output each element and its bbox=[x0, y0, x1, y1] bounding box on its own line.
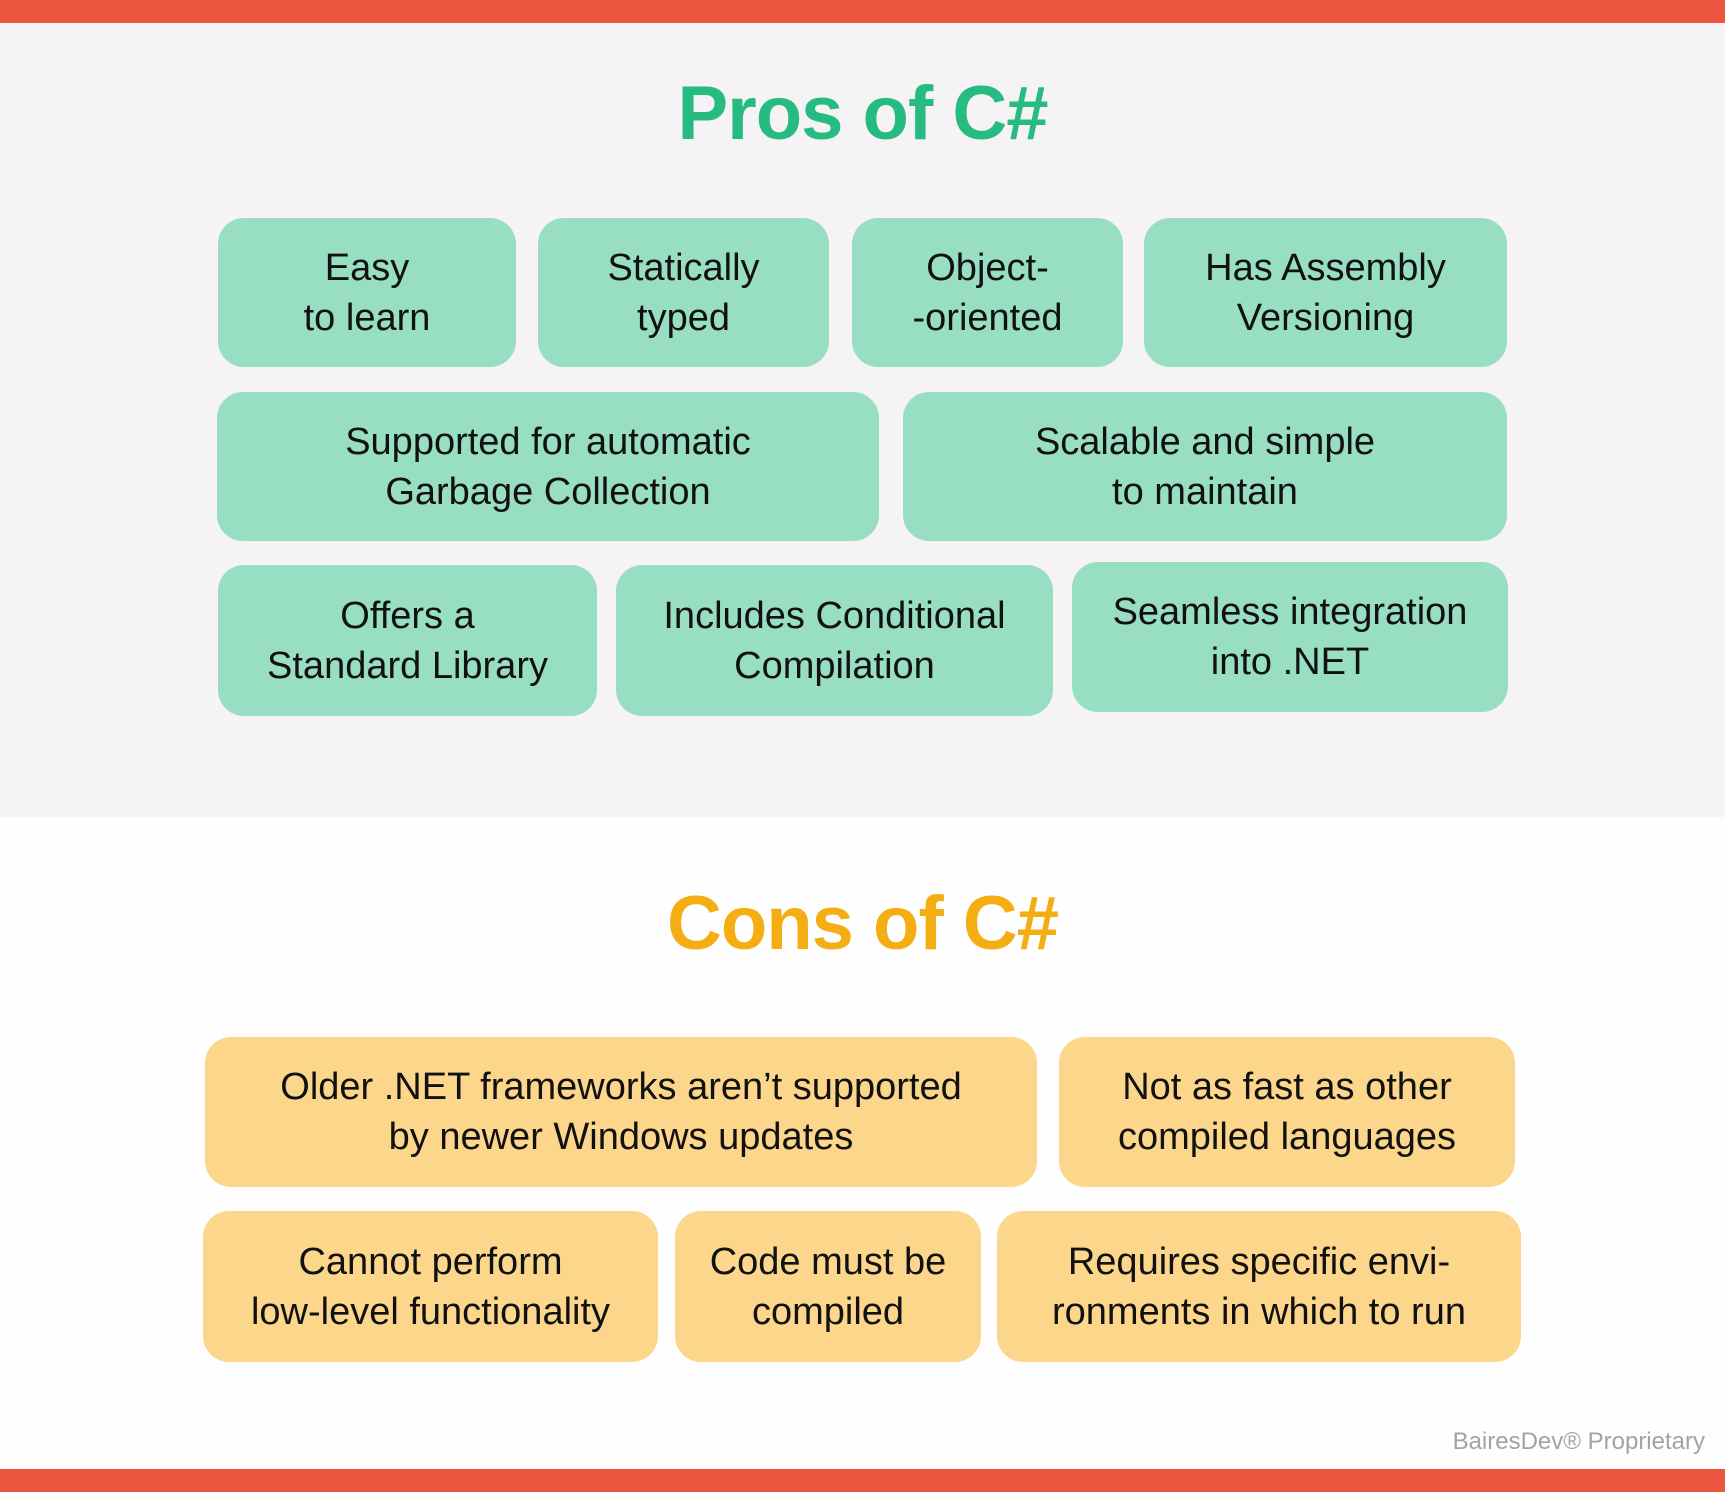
pro-item-standard-library: Offers a Standard Library bbox=[218, 565, 597, 716]
pro-item-statically-typed: Statically typed bbox=[538, 218, 829, 367]
pro-item-conditional-compilation: Includes Conditional Compilation bbox=[616, 565, 1053, 716]
cons-title: Cons of C# bbox=[666, 881, 1059, 966]
pro-item-object-oriented: Object- -oriented bbox=[852, 218, 1123, 367]
bottom-accent-bar bbox=[0, 1469, 1725, 1492]
pro-item-scalable: Scalable and simple to maintain bbox=[903, 392, 1507, 541]
pro-item-dotnet-integration: Seamless integration into .NET bbox=[1072, 562, 1508, 712]
pro-item-garbage-collection: Supported for automatic Garbage Collecti… bbox=[217, 392, 879, 541]
pro-item-assembly-versioning: Has Assembly Versioning bbox=[1144, 218, 1507, 367]
pros-title: Pros of C# bbox=[677, 71, 1048, 156]
con-item-low-level: Cannot perform low-level functionality bbox=[203, 1211, 658, 1362]
con-item-older-frameworks: Older .NET frameworks aren’t supported b… bbox=[205, 1037, 1037, 1187]
con-item-specific-environments: Requires specific envi- ronments in whic… bbox=[997, 1211, 1521, 1362]
con-item-not-as-fast: Not as fast as other compiled languages bbox=[1059, 1037, 1515, 1187]
top-accent-bar bbox=[0, 0, 1725, 23]
footer-proprietary: BairesDev® Proprietary bbox=[1452, 1428, 1705, 1455]
con-item-must-compile: Code must be compiled bbox=[675, 1211, 981, 1362]
pro-item-easy-to-learn: Easy to learn bbox=[218, 218, 516, 367]
